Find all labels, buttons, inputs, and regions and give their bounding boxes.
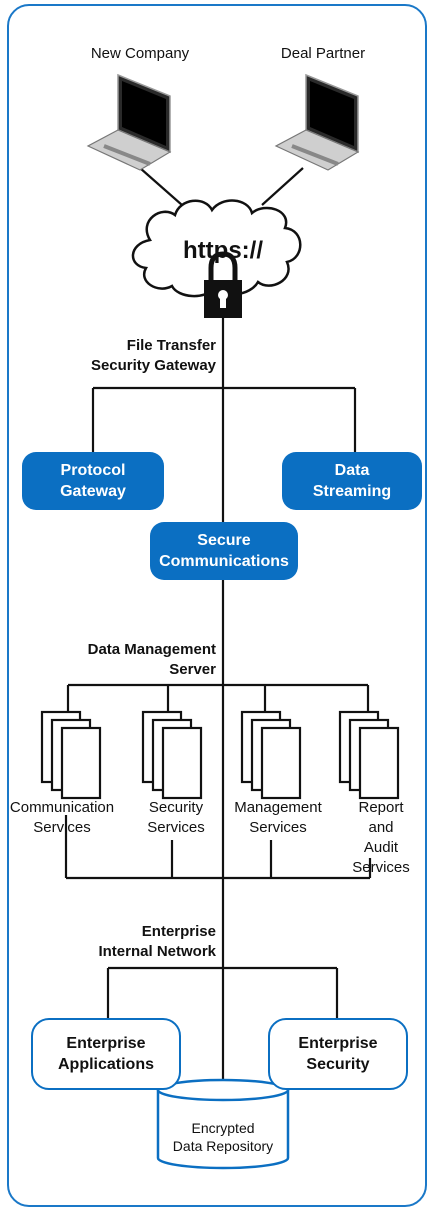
document-stack-icon-report-audit xyxy=(338,710,400,800)
secure-communications-box: Secure Communications xyxy=(150,522,298,580)
document-stack-icon-management xyxy=(240,710,302,800)
protocol-gateway-box: Protocol Gateway xyxy=(22,452,164,510)
data-management-server-label: Data Management Server xyxy=(87,641,216,678)
cloud-icon xyxy=(131,199,302,298)
database-icon xyxy=(156,1078,290,1170)
enterprise-security-box: Enterprise Security xyxy=(268,1018,408,1090)
new-company-label: New Company xyxy=(90,45,190,62)
file-transfer-gateway-label: File Transfer Security Gateway xyxy=(90,337,216,374)
enterprise-applications-box: Enterprise Applications xyxy=(31,1018,181,1090)
connector-lines xyxy=(64,167,372,1080)
laptop-icon-new-company xyxy=(86,73,172,171)
padlock-icon xyxy=(204,251,242,318)
encrypted-data-repository-label: Encrypted Data Repository xyxy=(172,1120,274,1154)
diagram-frame xyxy=(7,4,427,1207)
document-stack-icons xyxy=(40,710,400,800)
security-services-label: Security Services xyxy=(147,799,205,836)
enterprise-internal-network-label: Enterprise Internal Network xyxy=(98,923,216,960)
laptop-icon-deal-partner xyxy=(274,73,360,171)
deal-partner-label: Deal Partner xyxy=(280,45,366,62)
https-label: https:// xyxy=(183,237,263,264)
data-streaming-box: Data Streaming xyxy=(282,452,422,510)
communication-services-label: Communication Services xyxy=(9,799,115,836)
management-services-label: Management Services xyxy=(234,799,322,836)
report-audit-services-label: Report and Audit Services xyxy=(352,799,410,876)
document-stack-icon-communication xyxy=(40,710,102,800)
document-stack-icon-security xyxy=(141,710,203,800)
